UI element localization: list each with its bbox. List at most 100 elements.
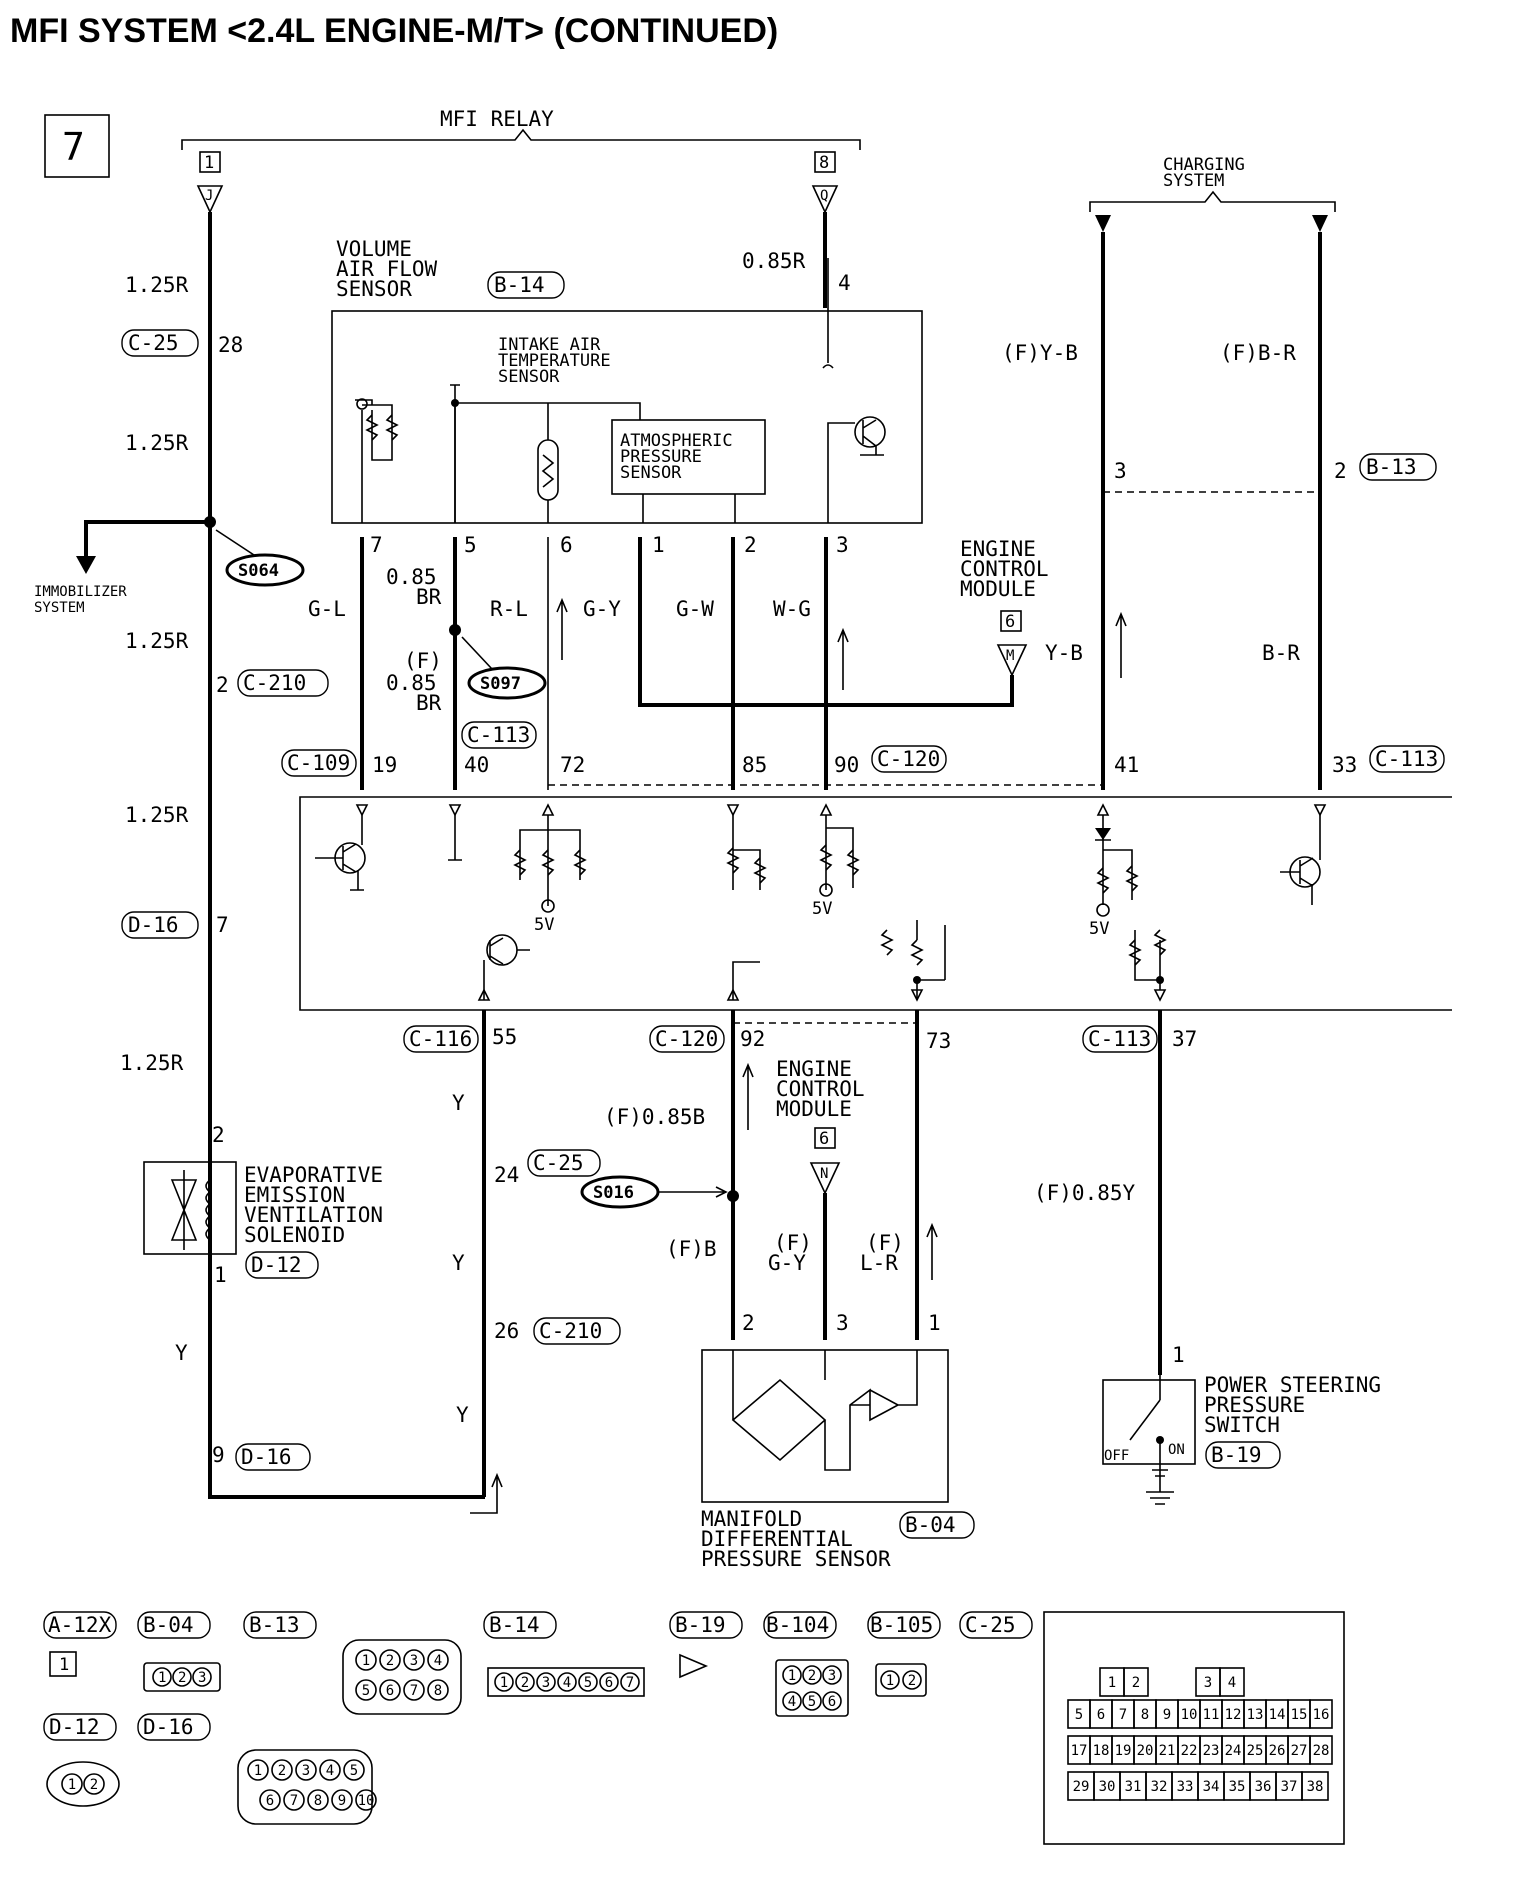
b105-pins-pin-label: 2 [908, 1673, 916, 1689]
legend-c25-pin-label: 6 [1097, 1707, 1105, 1723]
d16-pins-pin-circle [355, 1789, 377, 1811]
splice-s016-pointer [658, 1186, 728, 1198]
wire-left-main [208, 212, 485, 1499]
ecm-conn-c113a: C-113 [467, 723, 530, 747]
vaf-connector: B-14 [494, 273, 545, 297]
atm-label-3: SENSOR [620, 463, 682, 483]
b104-pins-pin-label: 4 [788, 1694, 796, 1710]
conn-b04-pill [899, 1511, 975, 1539]
ecm-network-72 [519, 815, 581, 906]
ecm-bottom-pin-box [814, 1127, 836, 1149]
mfi-relay-connector-right-icon [811, 185, 839, 214]
ecm-5v-1: 5V [534, 915, 554, 935]
legend-b105-pill [867, 1611, 941, 1639]
conn-c113b-pill [1369, 745, 1445, 773]
d16-pins-pin-label: 7 [290, 1793, 298, 1809]
left-wire-pin-c210: 2 [216, 673, 229, 697]
b13-pins-pin-label: 3 [410, 1653, 418, 1669]
b104-pins-pin-label: 6 [828, 1694, 836, 1710]
vaf-label-3: SENSOR [336, 277, 412, 301]
legend-b13: B-13 [249, 1613, 300, 1637]
legend-d12-pill [43, 1713, 117, 1741]
ecm-network-90-zigzag [819, 844, 860, 876]
mfi-relay-pin-left: 1 [204, 153, 214, 173]
legend-b04-pin-2: 2 [178, 1670, 186, 1686]
ecm-pin-33: 33 [1332, 753, 1357, 777]
splice-s097-label: S097 [480, 674, 521, 694]
ecm-pin-19: 19 [372, 753, 397, 777]
evap-solenoid-box [143, 1161, 237, 1255]
d16-pins-pin-circle [343, 1759, 365, 1781]
ecm-top-label-3: MODULE [960, 577, 1036, 601]
wire-label-085-1: 0.85 [386, 565, 437, 589]
evap-coil-icon [205, 1179, 212, 1241]
charging-connector-left-icon [1095, 215, 1111, 232]
b104-pins-pin-circle [802, 1691, 822, 1711]
b13-pins-pin-circle [427, 1649, 449, 1671]
b13-pins-pin-label: 7 [410, 1683, 418, 1699]
mdp-pin-3: 3 [836, 1311, 849, 1335]
conn-c113-bottom-pill [1082, 1025, 1158, 1053]
wire-label-fgy-2: G-Y [768, 1251, 806, 1275]
legend-d16: D-16 [143, 1715, 194, 1739]
vaf-pin-7: 7 [370, 533, 383, 557]
splice-s064-label: S064 [238, 561, 279, 581]
charging-connector-right-icon [1312, 215, 1328, 232]
b14-pins-pin-label: 1 [500, 1675, 508, 1691]
wire-label-fb: (F)B [666, 1237, 717, 1261]
ecm-bottom-pin-icons [477, 988, 1167, 1002]
d16-pins-pin-circle [271, 1759, 293, 1781]
d16-pins-pin-circle [259, 1789, 281, 1811]
b13-pins-pin-circle [355, 1679, 377, 1701]
conn-c210-pill [237, 669, 329, 697]
legend-c25-pin-label: 26 [1269, 1743, 1286, 1759]
legend-c25-pin-label: 18 [1093, 1743, 1110, 1759]
b13-pins-pin-label: 1 [362, 1653, 370, 1669]
legend-b13-shape [342, 1639, 462, 1715]
legend-c25-cell [1309, 1735, 1333, 1765]
legend-b13-pill [243, 1611, 317, 1639]
splice-s064-pointer [215, 529, 255, 556]
legend-c25-pin-label: 12 [1225, 1707, 1242, 1723]
wire-label-br-charging: B-R [1262, 641, 1300, 665]
vaf-transistor-legs [860, 419, 884, 456]
ps-switch-label-2: PRESSURE [1204, 1393, 1305, 1417]
charging-conn-b13: B-13 [1366, 455, 1417, 479]
legend-a12x-shape [49, 1651, 77, 1677]
mdp-label-2: DIFFERENTIAL [701, 1527, 853, 1551]
splice-s097-dot [449, 624, 461, 636]
wire-label-fbr: (F)B-R [1220, 341, 1296, 365]
wire-immobilizer [84, 520, 210, 560]
legend-b04-pill [137, 1611, 211, 1639]
b104-pins-pin-circle [802, 1665, 822, 1685]
legend-d16-pill [137, 1713, 211, 1741]
legend-c25-pin-label: 13 [1247, 1707, 1264, 1723]
iat-label-1: INTAKE AIR [498, 335, 601, 355]
legend-b04-shape [143, 1662, 221, 1692]
charging-system-label-1: CHARGING [1163, 155, 1245, 175]
d16-pins-pin-label: 6 [266, 1793, 274, 1809]
wire-label-yb: Y-B [1045, 641, 1083, 665]
ecm-top-connector-icon [996, 644, 1028, 677]
ecm-5v-terminal-3 [1096, 903, 1110, 917]
ps-switch-connector: B-19 [1211, 1443, 1262, 1467]
vaf-pin-2: 2 [744, 533, 757, 557]
evap-label-2: EMISSION [244, 1183, 345, 1207]
legend-c25-frame [1043, 1611, 1345, 1845]
mfi-relay-label: MFI RELAY [440, 107, 554, 131]
b104-pins-pin-circle [822, 1665, 842, 1685]
legend-c25-pin-label: 17 [1071, 1743, 1088, 1759]
legend-b14-pill [483, 1611, 557, 1639]
splice-s016-dot [727, 1190, 739, 1202]
b13-pins-pin-circle [355, 1649, 377, 1671]
atm-label-2: PRESSURE [620, 447, 702, 467]
legend-b04-pin-2-circle [172, 1667, 192, 1687]
legend-c25-pin-label: 21 [1159, 1743, 1176, 1759]
conn-b14-pill [487, 271, 565, 299]
iat-label-2: TEMPERATURE [498, 351, 611, 371]
b104-pins-pin-circle [782, 1665, 802, 1685]
lower-pin-24: 24 [494, 1163, 519, 1187]
legend-c25-pin-label: 8 [1141, 1707, 1149, 1723]
lower-conn-c210: C-210 [539, 1319, 602, 1343]
ecm-pin-40: 40 [464, 753, 489, 777]
